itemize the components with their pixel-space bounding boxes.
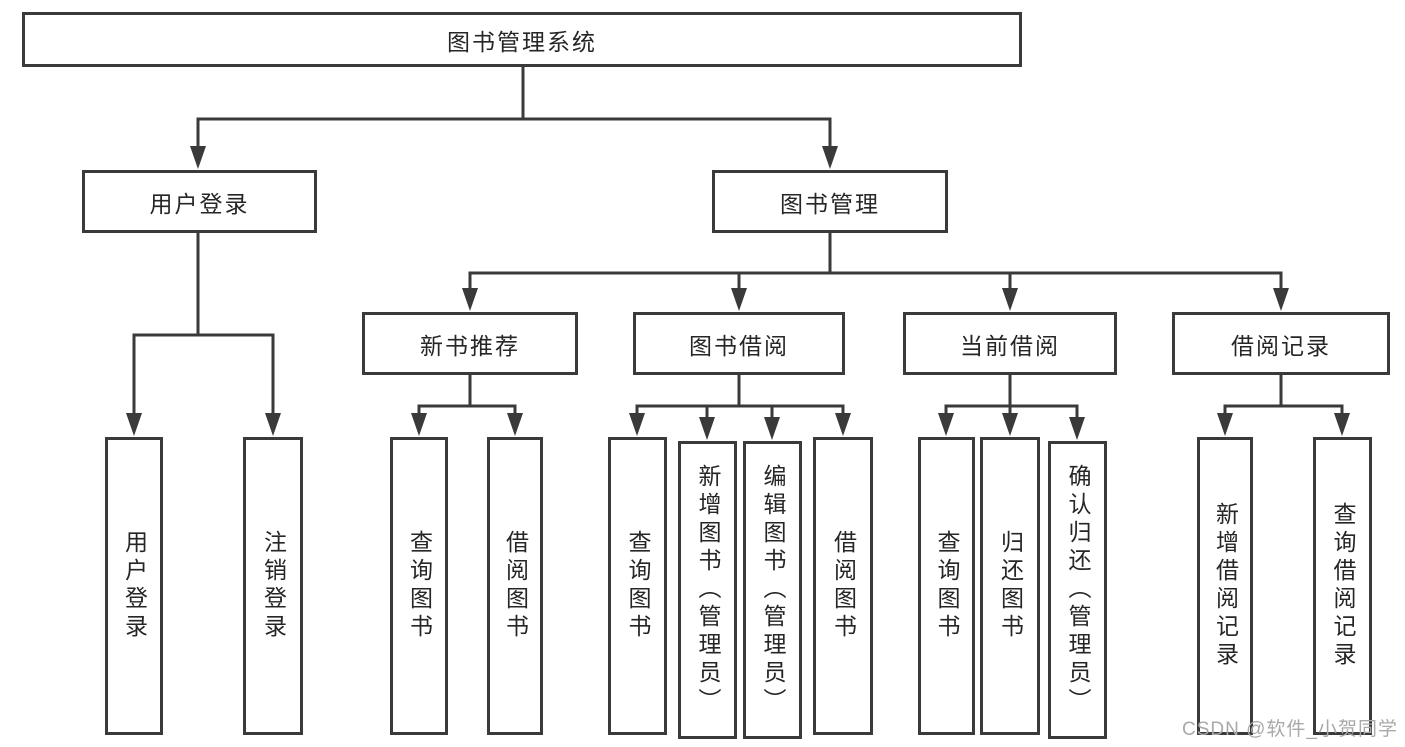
leaf-logout: 注销登录 bbox=[243, 437, 303, 735]
node-new-book-recommend: 新书推荐 bbox=[362, 312, 578, 375]
leaf-newbook-query-book: 查询图书 bbox=[390, 437, 448, 735]
leaf-borrow-edit-book-admin: 编辑图书（管理员） bbox=[743, 441, 802, 739]
leaf-current-query-book: 查询图书 bbox=[918, 437, 975, 735]
connector-root-to-level2 bbox=[190, 65, 838, 169]
leaf-record-query-borrow-record: 查询借阅记录 bbox=[1313, 437, 1372, 735]
leaf-borrow-query-book: 查询图书 bbox=[608, 437, 667, 735]
connector-newbook-to-leaves bbox=[411, 373, 523, 436]
leaf-user-login: 用户登录 bbox=[105, 437, 163, 735]
node-book-borrow: 图书借阅 bbox=[633, 312, 845, 375]
leaf-newbook-borrow-book: 借阅图书 bbox=[487, 437, 543, 735]
leaf-record-add-borrow-record: 新增借阅记录 bbox=[1197, 437, 1253, 735]
connector-userlogin-to-leaves bbox=[126, 231, 281, 436]
leaf-borrow-borrow-book: 借阅图书 bbox=[813, 437, 873, 735]
leaf-current-confirm-return-admin: 确认归还（管理员） bbox=[1048, 441, 1107, 739]
connector-bookborrow-to-leaves bbox=[629, 373, 851, 440]
leaf-borrow-add-book-admin: 新增图书（管理员） bbox=[678, 441, 737, 739]
connector-bookmgmt-to-level3 bbox=[462, 231, 1289, 311]
node-user-login: 用户登录 bbox=[82, 170, 317, 233]
node-root-system: 图书管理系统 bbox=[22, 12, 1022, 67]
node-borrow-record: 借阅记录 bbox=[1172, 312, 1390, 375]
csdn-watermark: CSDN @软件_小贺同学 bbox=[1182, 719, 1398, 740]
connector-currentborrow-to-leaves bbox=[938, 373, 1085, 440]
node-current-borrow: 当前借阅 bbox=[903, 312, 1117, 375]
leaf-current-return-book: 归还图书 bbox=[980, 437, 1040, 735]
node-book-management: 图书管理 bbox=[712, 170, 948, 233]
connector-borrowrecord-to-leaves bbox=[1217, 373, 1350, 436]
